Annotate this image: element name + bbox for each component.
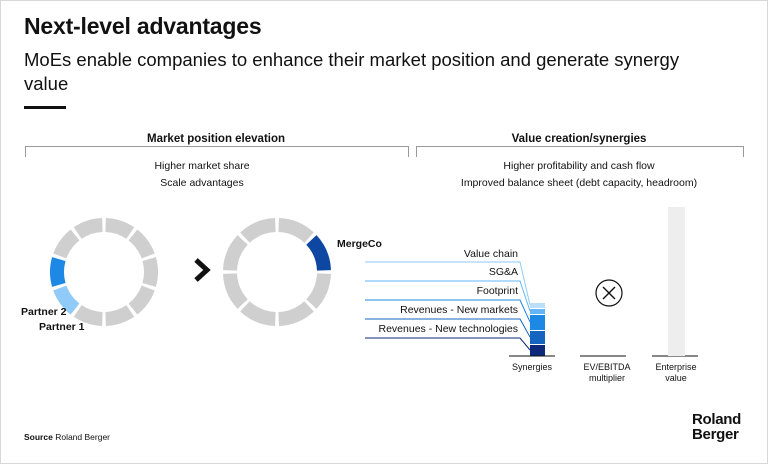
donut-after-segment xyxy=(223,235,249,271)
donut-after xyxy=(223,218,331,326)
donut-after-segment xyxy=(278,218,314,244)
donut-before-segment xyxy=(50,257,66,287)
legend-new-markets: Revenues - New markets xyxy=(400,304,518,316)
left-note-1: Higher market share xyxy=(154,160,250,172)
source-label: Source xyxy=(24,432,53,442)
column-label-ev-ebitda: EV/EBITDA multiplier xyxy=(583,362,631,383)
synergy-stack-segment xyxy=(530,331,545,344)
donut-before-segment xyxy=(128,229,155,259)
donut-before-segment xyxy=(105,218,135,240)
donut-before-segment xyxy=(105,304,135,326)
synergy-legend-line xyxy=(365,280,531,312)
right-note-1: Higher profitability and cash flow xyxy=(503,160,655,172)
donut-before-segment xyxy=(73,304,103,326)
synergy-stack-segment xyxy=(530,315,545,330)
synergy-legend-line xyxy=(365,261,531,306)
synergy-legend-line xyxy=(365,337,531,351)
synergy-stack xyxy=(530,303,545,356)
left-section-heading: Market position elevation xyxy=(138,133,294,145)
right-section-bracket xyxy=(416,146,744,157)
donut-after-segment xyxy=(278,300,314,326)
synergy-legend-lines xyxy=(365,261,531,351)
column-label-enterprise-value: Enterprise value xyxy=(655,362,697,383)
enterprise-value-bar xyxy=(668,207,685,356)
mergeco-label: MergeCo xyxy=(337,238,382,250)
roland-berger-logo: Roland Berger xyxy=(692,412,741,442)
synergy-stack-segment xyxy=(530,345,545,356)
synergy-legend-line xyxy=(365,318,531,338)
donut-after-segment xyxy=(305,235,331,271)
donut-after-segment xyxy=(240,300,276,326)
multiply-icon-stroke-b xyxy=(602,286,616,300)
donut-before-segment xyxy=(53,229,80,259)
synergy-stack-segment xyxy=(530,309,545,314)
left-section-bracket xyxy=(25,146,409,157)
logo-line-1: Roland xyxy=(692,411,742,428)
donut-before xyxy=(50,218,158,326)
title-accent-bar xyxy=(24,106,66,109)
partner-2-label: Partner 2 xyxy=(21,306,67,318)
synergy-legend-line xyxy=(365,299,531,323)
donut-before-segment xyxy=(53,285,80,315)
page-title: Next-level advantages xyxy=(24,13,262,39)
logo-line-2: Berger xyxy=(692,426,739,443)
right-note-2: Improved balance sheet (debt capacity, h… xyxy=(460,177,698,189)
donut-before-segment xyxy=(73,218,103,240)
source-value: Roland Berger xyxy=(55,432,111,442)
column-label-synergies: Synergies xyxy=(511,362,553,372)
legend-new-technologies: Revenues - New technologies xyxy=(378,323,519,335)
chevron-right-icon xyxy=(194,258,211,282)
synergy-stack-segment xyxy=(530,303,545,308)
right-section-heading: Value creation/synergies xyxy=(503,133,655,145)
partner-1-label: Partner 1 xyxy=(39,321,85,333)
legend-value-chain: Value chain xyxy=(463,248,518,260)
donut-before-segment xyxy=(128,285,155,315)
donut-after-segment xyxy=(223,273,249,309)
donut-after-segment xyxy=(240,218,276,244)
page-subtitle: MoEs enable companies to enhance their m… xyxy=(24,49,680,94)
left-note-2: Scale advantages xyxy=(160,177,244,189)
multiply-icon xyxy=(595,279,623,307)
legend-footprint: Footprint xyxy=(476,285,518,297)
source-note: Source Roland Berger xyxy=(24,432,110,442)
donut-before-segment xyxy=(142,257,158,287)
legend-sga: SG&A xyxy=(488,266,518,278)
donut-after-segment xyxy=(305,273,331,309)
